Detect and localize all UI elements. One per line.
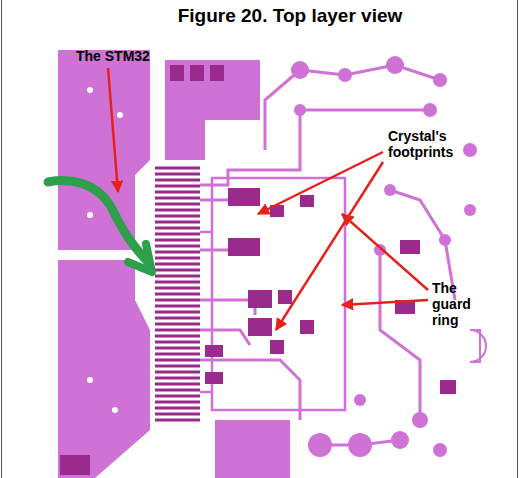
ic-pin: [155, 305, 200, 308]
ic-pin: [155, 293, 200, 296]
ic-pin: [155, 389, 200, 392]
callout-label: Crystal's footprints: [388, 128, 470, 160]
ic-pin: [155, 323, 200, 326]
ic-pin: [155, 251, 200, 254]
cell-border: [517, 0, 518, 478]
ic-pin: [155, 395, 200, 398]
ic-pin: [155, 167, 200, 170]
ic-pin: [155, 407, 200, 410]
ic-pin: [155, 197, 200, 200]
ic-pin: [155, 227, 200, 230]
ic-pin: [155, 359, 200, 362]
ic-pin: [155, 353, 200, 356]
ic-pin: [155, 329, 200, 332]
ic-pin: [155, 221, 200, 224]
ic-pin: [155, 287, 200, 290]
ic-pin: [155, 173, 200, 176]
figure-title: Figure 20. Top layer view: [40, 5, 519, 27]
callout-label: The STM32: [76, 48, 150, 64]
ic-pin: [155, 317, 200, 320]
cell-border: [1, 0, 2, 478]
ic-pin: [155, 299, 200, 302]
ic-pin: [155, 281, 200, 284]
ic-pin: [155, 377, 200, 380]
ic-pin: [155, 401, 200, 404]
hand-mark: [48, 181, 148, 262]
ic-pin: [155, 191, 200, 194]
ic-pin: [155, 365, 200, 368]
ic-pin: [155, 185, 200, 188]
ic-pin: [155, 203, 200, 206]
ic-pin: [155, 335, 200, 338]
ic-pin: [155, 245, 200, 248]
ic-pin: [155, 383, 200, 386]
ic-pin: [155, 413, 200, 416]
ic-pin: [155, 215, 200, 218]
ic-pin: [155, 179, 200, 182]
ic-pin: [155, 257, 200, 260]
ic-pin: [155, 347, 200, 350]
ic-pin: [155, 269, 200, 272]
leader-arrow: [108, 68, 428, 330]
ic-pin: [155, 209, 200, 212]
pcb-board: [58, 50, 486, 478]
ic-pin: [155, 419, 200, 422]
ic-pin: [155, 311, 200, 314]
ic-pin: [155, 239, 200, 242]
ic-pin: [155, 275, 200, 278]
callout-label: The guard ring: [432, 280, 488, 328]
ic-pin: [155, 371, 200, 374]
ic-pin: [155, 233, 200, 236]
ic-pin: [155, 263, 200, 266]
ic-pin: [155, 341, 200, 344]
